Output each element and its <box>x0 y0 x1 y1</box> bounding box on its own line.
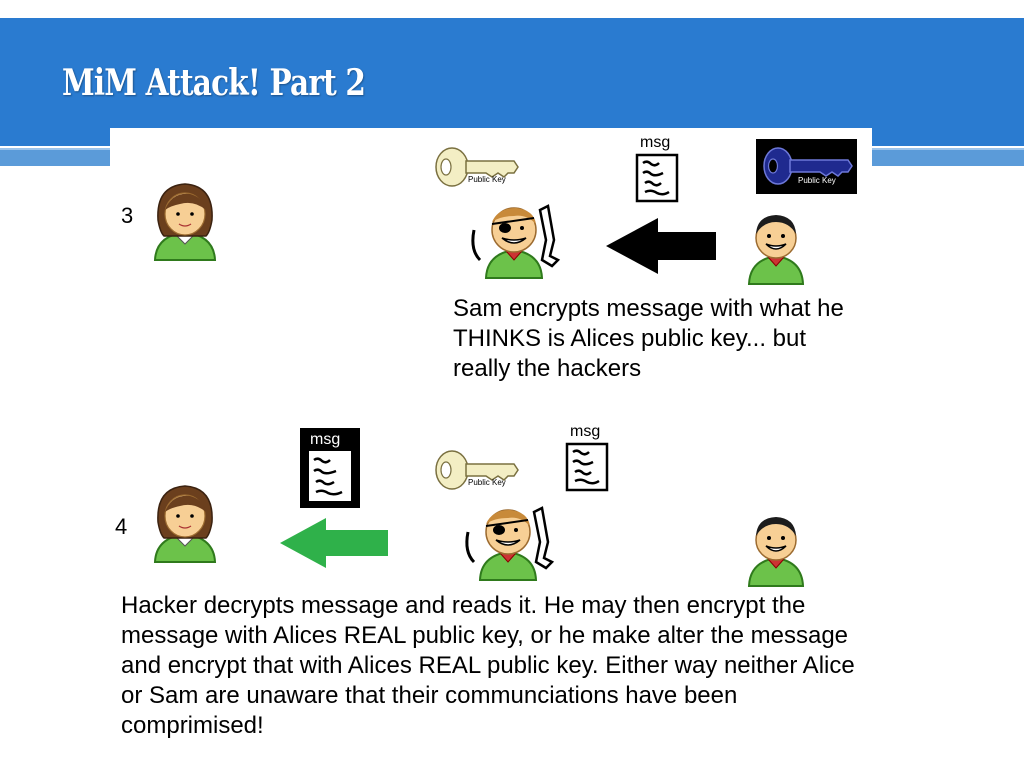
message-document-icon-step4 <box>565 442 609 492</box>
arrow-left-icon-green <box>280 518 388 568</box>
sam-avatar-step4 <box>747 517 805 587</box>
alice-real-public-key-icon: Public Key <box>756 139 857 194</box>
header-band <box>0 18 1024 146</box>
step-4-number: 4 <box>115 514 128 539</box>
msg-label-black: msg <box>310 431 340 448</box>
message-document-icon-black: msg <box>300 428 360 508</box>
msg-label-step3: msg <box>640 134 671 151</box>
alice-avatar-step3 <box>153 183 217 261</box>
step-3-caption: Sam encrypts message with what he THINKS… <box>453 295 844 382</box>
hacker-key-label: Public Key <box>468 175 506 184</box>
header-stripe-left <box>0 148 110 166</box>
msg-label-white-step4: msg <box>570 423 601 440</box>
message-document-icon-step3 <box>635 153 679 203</box>
alice-avatar-step4 <box>153 485 217 563</box>
arrow-left-icon-black <box>606 218 716 274</box>
step-3-number: 3 <box>121 203 134 228</box>
hacker-public-key-icon-step4: Public Key <box>435 450 519 490</box>
slide-title: MiM Attack! Part 2 <box>62 62 366 104</box>
sam-avatar-step3 <box>747 215 805 285</box>
hacker-avatar-step3 <box>471 204 561 279</box>
hacker-public-key-icon-step3: Public Key <box>435 147 519 187</box>
hacker-avatar-step4 <box>465 506 555 581</box>
alice-key-label: Public Key <box>798 176 836 185</box>
content-panel <box>110 128 872 768</box>
step-4-caption: Hacker decrypts message and reads it. He… <box>121 592 855 739</box>
header-stripe-right <box>872 148 1024 166</box>
hacker-key-label-step4: Public Key <box>468 478 506 487</box>
